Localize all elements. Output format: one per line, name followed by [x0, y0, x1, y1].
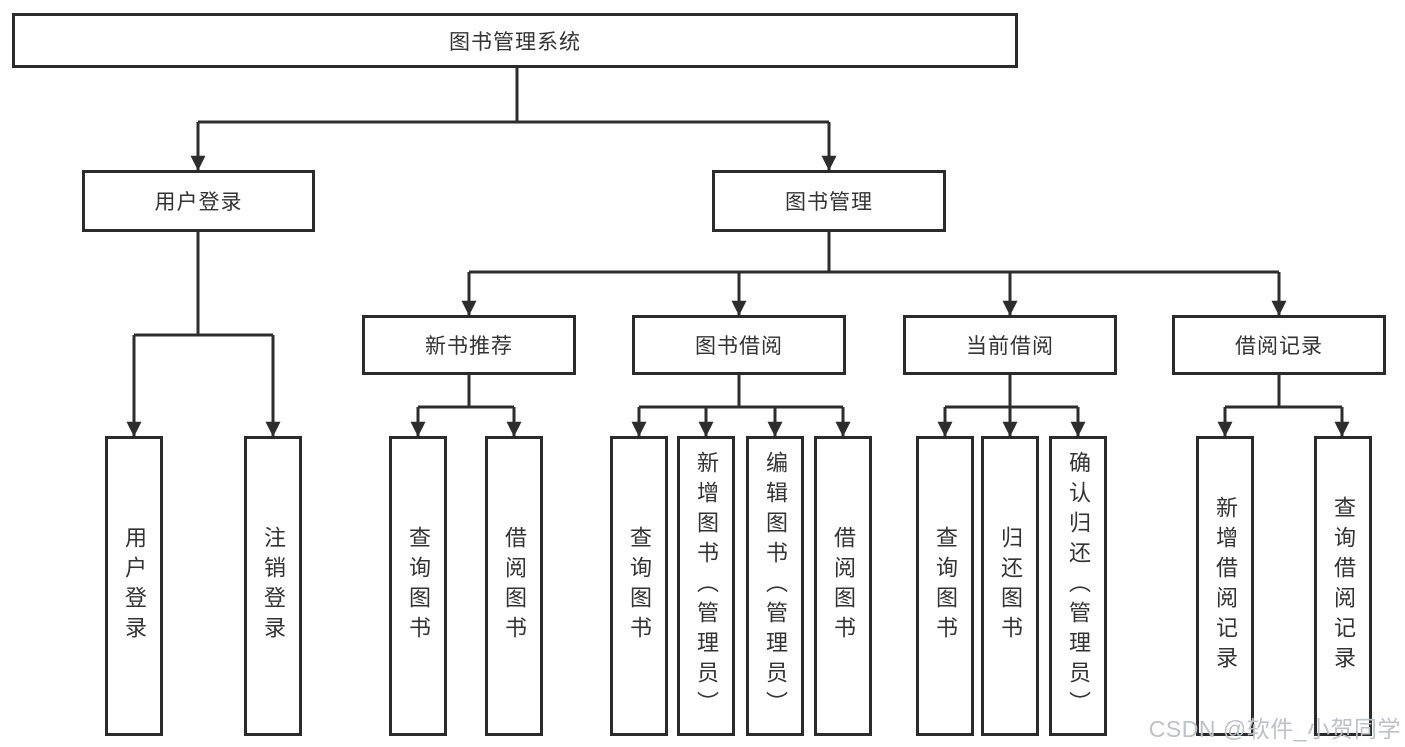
node-label: 查询图书: [627, 526, 652, 646]
node-current-borrowing: 当前借阅: [903, 315, 1117, 375]
node-label: 图书管理: [785, 191, 873, 214]
node-borrowing-records: 借阅记录: [1172, 315, 1386, 375]
node-label: 用户登录: [122, 526, 147, 646]
node-label: 图书管理系统: [449, 30, 581, 54]
leaf-add-books-admin: 新增图书（管理员）: [677, 436, 735, 736]
node-label: 新书推荐: [425, 335, 513, 358]
leaf-confirm-return-admin: 确认归还（管理员）: [1049, 436, 1107, 736]
node-label: 归还图书: [998, 526, 1023, 646]
node-new-book-recommendation: 新书推荐: [362, 315, 576, 375]
leaf-edit-books-admin: 编辑图书（管理员）: [746, 436, 804, 736]
node-label: 用户登录: [154, 191, 243, 214]
leaf-query-books-1: 查询图书: [389, 436, 447, 736]
node-label: 借阅记录: [1235, 335, 1323, 358]
leaf-return-books: 归还图书: [981, 436, 1039, 736]
node-label: 查询图书: [406, 526, 431, 646]
node-label: 注销登录: [261, 526, 286, 646]
node-label: 图书借阅: [695, 335, 783, 358]
node-book-management: 图书管理: [712, 170, 946, 232]
leaf-query-borrow-record: 查询借阅记录: [1314, 436, 1372, 736]
node-library-management-system: 图书管理系统: [12, 13, 1018, 68]
node-user-login: 用户登录: [82, 170, 315, 232]
leaf-borrow-books-2: 借阅图书: [814, 436, 872, 736]
node-label: 编辑图书（管理员）: [763, 451, 788, 721]
node-label: 确认归还（管理员）: [1066, 451, 1091, 721]
leaf-query-books-2: 查询图书: [610, 436, 668, 736]
leaf-user-login: 用户登录: [105, 436, 163, 736]
leaf-query-books-3: 查询图书: [916, 436, 974, 736]
node-label: 新增图书（管理员）: [694, 451, 719, 721]
node-book-borrowing: 图书借阅: [632, 315, 846, 375]
node-label: 新增借阅记录: [1213, 496, 1238, 676]
leaf-logout: 注销登录: [244, 436, 302, 736]
node-label: 查询借阅记录: [1331, 496, 1356, 676]
node-label: 借阅图书: [831, 526, 856, 646]
node-label: 查询图书: [933, 526, 958, 646]
leaf-add-borrow-record: 新增借阅记录: [1196, 436, 1254, 736]
leaf-borrow-books-1: 借阅图书: [485, 436, 543, 736]
node-label: 当前借阅: [966, 335, 1054, 358]
node-label: 借阅图书: [502, 526, 527, 646]
